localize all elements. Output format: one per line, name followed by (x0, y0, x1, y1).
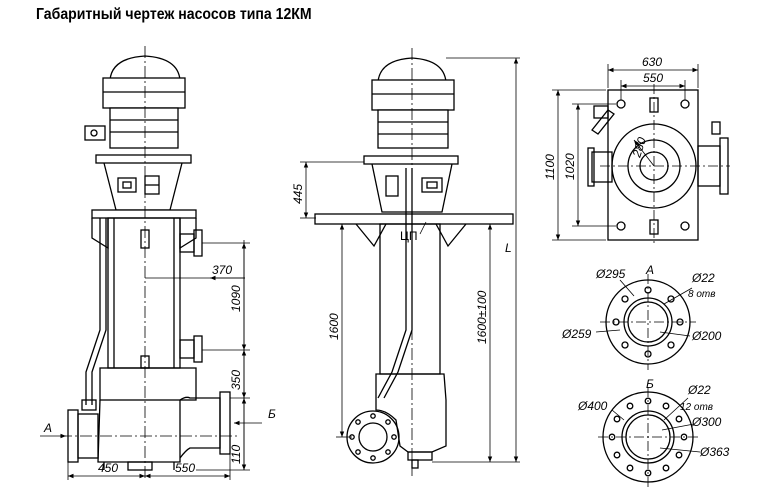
side-bypass-pipe (377, 168, 407, 399)
front-base-plate (91, 209, 197, 219)
label-cp: ЦП (400, 229, 418, 243)
dim-1600: 1600 (327, 313, 341, 340)
dim-350: 350 (229, 370, 243, 390)
dim-110: 110 (229, 445, 243, 464)
dim-280: 280 (629, 135, 649, 160)
label-view-a: А (43, 421, 52, 435)
side-base-plate (314, 213, 514, 225)
dim-L: L (505, 241, 512, 255)
flange-a-d-bolt: Ø22 (691, 271, 715, 285)
dim-550-plan: 550 (643, 71, 663, 85)
front-view (67, 55, 231, 471)
dim-1020: 1020 (563, 153, 577, 180)
flange-b-holes: 12 отв (680, 402, 713, 413)
front-outlet-flange (219, 391, 231, 455)
dim-550-base: 550 (175, 461, 195, 475)
dim-445: 445 (291, 184, 305, 204)
flange-a-d-outer: Ø295 (595, 267, 626, 281)
page-title: Габаритный чертеж насосов типа 12КМ (36, 6, 312, 23)
side-column (379, 223, 441, 375)
front-bypass-pipe (85, 218, 101, 405)
dim-450: 450 (98, 461, 118, 475)
front-window (117, 177, 137, 193)
front-eye-bolt (84, 125, 106, 141)
flange-b-d-outer: Ø400 (577, 399, 608, 413)
label-view-b: Б (268, 407, 276, 421)
flange-b-d-bolt: Ø22 (687, 383, 711, 397)
front-discharge-flange-lower (179, 339, 195, 359)
flange-a-d-inner: Ø200 (691, 329, 722, 343)
dim-630: 630 (642, 55, 662, 69)
plan-view (587, 89, 729, 241)
flange-a-label: А (645, 263, 654, 277)
dim-1090: 1090 (229, 285, 243, 312)
side-view (314, 57, 514, 469)
dim-1100: 1100 (543, 154, 557, 180)
side-pump-casing (375, 373, 447, 453)
flange-a-d-pitch: Ø259 (561, 327, 592, 341)
front-column (107, 217, 181, 369)
side-motor (371, 79, 455, 111)
dim-370: 370 (212, 263, 232, 277)
flange-b-d-pitch: Ø300 (691, 415, 722, 429)
flange-b-label: Б (646, 377, 654, 391)
flange-b-d-inner: Ø363 (699, 445, 730, 459)
dim-1600-tol: 1600±100 (475, 290, 489, 344)
flange-a-holes: 8 отв (688, 289, 715, 300)
front-motor (102, 77, 186, 109)
front-pump-casing (99, 367, 197, 401)
side-window (421, 177, 443, 193)
